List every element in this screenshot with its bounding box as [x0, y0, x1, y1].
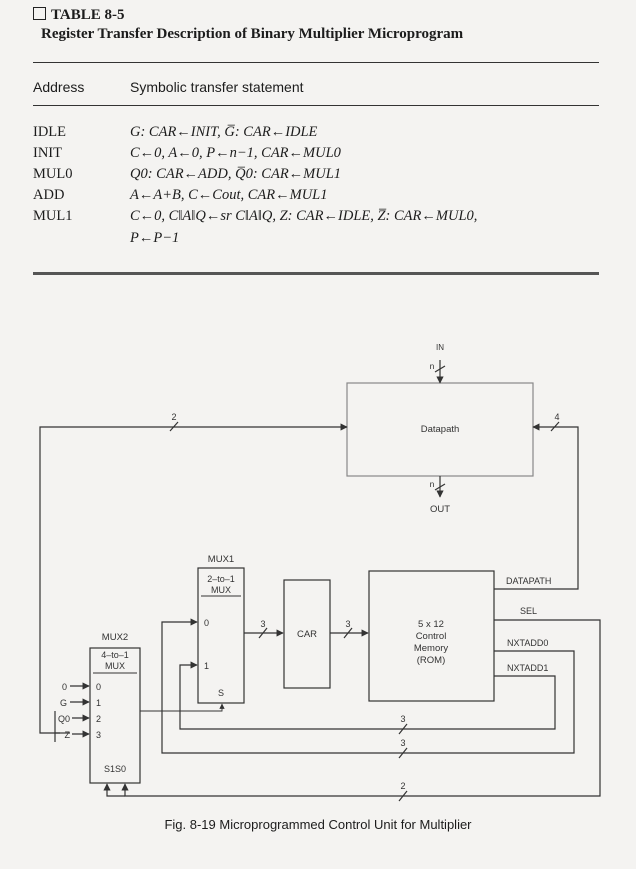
rom-output-datapath: DATAPATH	[506, 576, 551, 586]
datapath-label: Datapath	[421, 424, 460, 435]
car-label: CAR	[297, 629, 317, 640]
mux2-type2: MUX	[105, 661, 125, 671]
checkbox-icon	[33, 7, 46, 20]
mux2-block	[89, 647, 141, 784]
nxtadd0-wire	[161, 618, 575, 754]
mux2-input-label: Q0	[58, 714, 70, 724]
table-label: TABLE 8-5	[33, 6, 603, 25]
bus-width-label: 2	[400, 781, 405, 791]
row-statement: C←0, C‖A‖Q←sr C‖A‖Q, Z: CAR←IDLE, Z̅: CA…	[130, 208, 478, 224]
mux1-in0: 0	[204, 618, 209, 628]
mux2-in2: 2	[96, 714, 101, 724]
bus-width-label: 3	[345, 619, 350, 629]
rom-block	[368, 570, 495, 702]
rom-line1: 5 x 12	[418, 619, 444, 630]
mux2-name: MUX2	[102, 632, 128, 643]
bus-slash	[169, 421, 179, 432]
bus-slash	[434, 483, 446, 491]
mux2-type: 4–to–1	[101, 650, 129, 660]
figure-caption: Fig. 8-19 Microprogrammed Control Unit f…	[164, 817, 472, 832]
mux2-in3: 3	[96, 730, 101, 740]
bus-slash	[398, 723, 408, 735]
bus-slash	[398, 747, 408, 759]
rom-datapath-wire	[494, 423, 579, 590]
mux2-in1: 1	[96, 698, 101, 708]
out-label: OUT	[430, 504, 450, 515]
rom-output-sel: SEL	[520, 606, 537, 616]
table-bottom-rule	[33, 272, 599, 275]
bus-width-label: 3	[400, 738, 405, 748]
rom-line3: Memory	[414, 643, 449, 654]
sel-wire	[121, 619, 601, 797]
bus-width-label: 2	[171, 412, 176, 422]
address-column-header: Address	[33, 79, 85, 95]
bus-width-label: 4	[554, 412, 559, 422]
bus-slash	[398, 790, 408, 802]
bus-width-label: 3	[400, 714, 405, 724]
row-address: IDLE	[33, 124, 67, 140]
mux1-in1: 1	[204, 661, 209, 671]
mux2-in0: 0	[96, 682, 101, 692]
mux1-sel: S	[218, 688, 224, 698]
table-header-rule	[33, 105, 599, 106]
bus-slash	[258, 627, 268, 639]
mux2-to-mux1-sel-wire	[140, 703, 225, 712]
n-in-label: n	[430, 361, 435, 371]
row-statement: G: CAR←INIT, G̅: CAR←IDLE	[130, 124, 318, 140]
row-address: ADD	[33, 187, 65, 203]
row-continuation: P←P−1	[130, 230, 180, 246]
rom-output-nxtadd0: NXTADD0	[507, 638, 548, 648]
table-top-rule	[33, 62, 599, 64]
statement-column-header: Symbolic transfer statement	[130, 79, 304, 95]
mux1-name: MUX1	[208, 554, 234, 565]
mux2-input-label: Z	[65, 730, 71, 740]
row-statement: A←A+B, C←Cout, CAR←MUL1	[130, 187, 328, 203]
table-header: TABLE 8-5 Register Transfer Description …	[33, 6, 603, 44]
row-address: MUL0	[33, 166, 73, 182]
mux2-sel: S1S0	[104, 764, 126, 774]
mux2-input-label: 0	[62, 682, 67, 692]
in-label: IN	[436, 343, 444, 352]
mux1-block	[197, 567, 245, 704]
table-title: Register Transfer Description of Binary …	[41, 26, 464, 42]
rom-line2: Control	[416, 631, 447, 642]
sel-wire-branch	[103, 783, 125, 797]
bus-slash	[434, 365, 446, 373]
mux1-type2: MUX	[211, 585, 231, 595]
row-address: INIT	[33, 145, 62, 161]
nxtadd1-wire	[179, 661, 556, 730]
rom-output-nxtadd1: NXTADD1	[507, 663, 548, 673]
mux1-type: 2–to–1	[207, 574, 235, 584]
rom-line4: (ROM)	[417, 655, 446, 666]
row-statement: C←0, A←0, P←n−1, CAR←MUL0	[130, 145, 341, 161]
car-block	[283, 579, 331, 689]
row-address: MUL1	[33, 208, 73, 224]
bus-slash	[550, 421, 560, 432]
mux2-input-label: G	[60, 698, 67, 708]
mux2-to-datapath-wire	[39, 423, 348, 734]
bus-width-label: 3	[260, 619, 265, 629]
row-statement: Q0: CAR←ADD, Q̅0: CAR←MUL1	[130, 166, 342, 182]
n-out-label: n	[430, 479, 435, 489]
bus-slash	[343, 627, 353, 639]
